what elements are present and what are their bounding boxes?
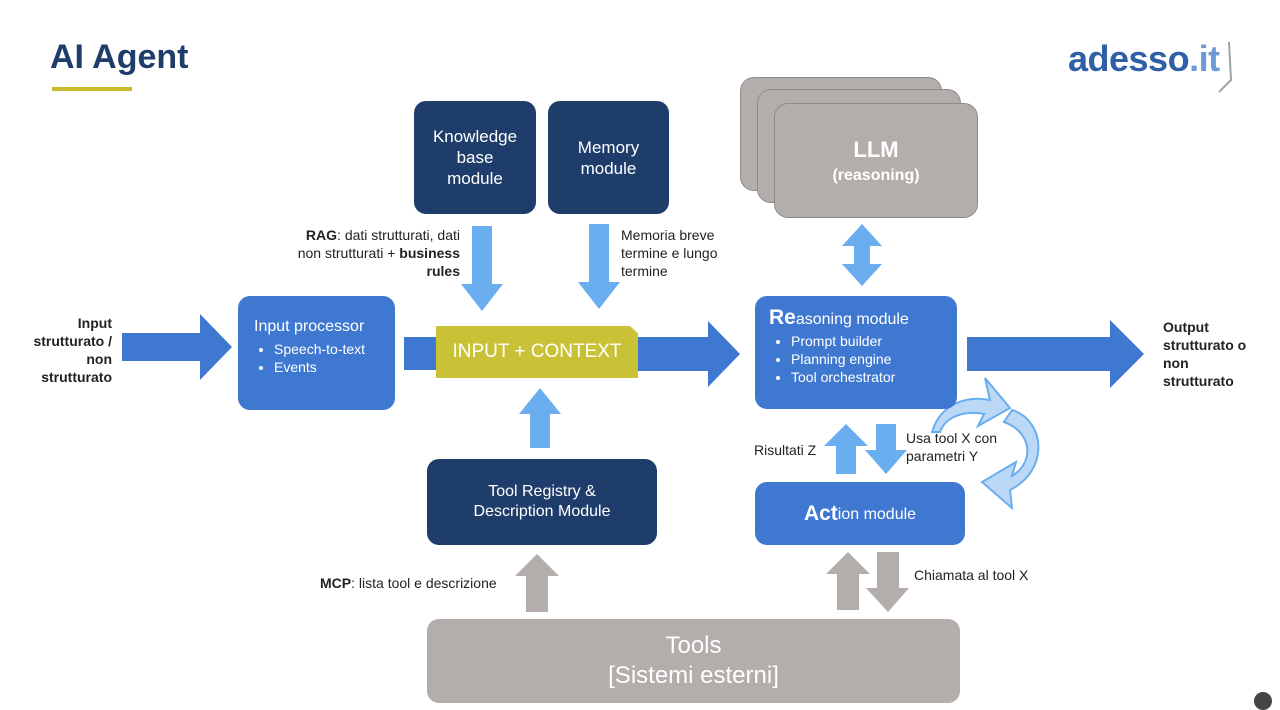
knowledge-down-arrow bbox=[461, 226, 503, 311]
input-processor: Input processor Speech-to-text Events bbox=[238, 296, 395, 410]
reasoning-item: Tool orchestrator bbox=[791, 368, 895, 386]
tool-call-down-arrow bbox=[865, 424, 907, 474]
mcp-up-arrow bbox=[515, 554, 559, 612]
input-processor-list: Speech-to-text Events bbox=[258, 340, 365, 376]
tools-line1: Tools bbox=[665, 632, 722, 659]
mcp-caption: MCP: lista tool e descrizione bbox=[320, 574, 497, 592]
llm-card: LLM (reasoning) bbox=[774, 103, 978, 218]
memory-line2: module bbox=[580, 158, 637, 178]
memoria-line3: termine bbox=[621, 263, 668, 279]
adesso-logo: adesso.it bbox=[1068, 38, 1220, 80]
registry-up-arrow bbox=[519, 388, 561, 448]
input-label-line4: strutturato bbox=[41, 369, 112, 385]
reasoning-title-rest: asoning module bbox=[795, 311, 909, 328]
tools-box: Tools [Sistemi esterni] bbox=[427, 619, 960, 703]
rag-caption: RAG: dati strutturati, dati non struttur… bbox=[270, 226, 460, 280]
action-title-bold: Act bbox=[803, 501, 838, 525]
usa-tool-line2: parametri Y bbox=[906, 448, 979, 464]
input-processor-item: Speech-to-text bbox=[274, 340, 365, 358]
reasoning-title: Reasoning module bbox=[769, 306, 909, 330]
knowledge-line3: module bbox=[447, 169, 503, 188]
tool-registry-module: Tool Registry & Description Module bbox=[427, 459, 657, 545]
input-context-box: INPUT + CONTEXT bbox=[436, 326, 638, 378]
tool-registry-line1: Tool Registry & bbox=[488, 483, 596, 500]
logo-it-text: .it bbox=[1189, 38, 1220, 79]
risultati-caption: Risultati Z bbox=[754, 442, 817, 458]
tools-line2: [Sistemi esterni] bbox=[608, 662, 779, 689]
input-label: Input strutturato / non strutturato bbox=[10, 314, 112, 386]
memory-module: Memory module bbox=[548, 101, 669, 214]
page-title: AI Agent bbox=[50, 38, 189, 76]
input-label-line1: Input bbox=[77, 315, 112, 331]
knowledge-base-module: Knowledge base module bbox=[414, 101, 536, 214]
corner-badge-icon[interactable] bbox=[1254, 692, 1272, 710]
processor-to-context-bar bbox=[404, 337, 438, 370]
input-arrow bbox=[122, 314, 232, 380]
chiamata-caption: Chiamata al tool X bbox=[914, 567, 1029, 583]
llm-double-arrow bbox=[842, 224, 882, 286]
reasoning-item: Prompt builder bbox=[791, 332, 895, 350]
usa-tool-line1: Usa tool X con bbox=[906, 430, 998, 446]
rag-text2: non strutturati + bbox=[297, 245, 400, 261]
mcp-bold: MCP bbox=[320, 575, 352, 591]
action-grey-down-arrow bbox=[866, 552, 909, 612]
reasoning-list: Prompt builder Planning engine Tool orch… bbox=[775, 332, 895, 386]
reasoning-title-bold: Re bbox=[769, 306, 796, 329]
llm-title: LLM bbox=[853, 136, 899, 162]
memory-down-arrow bbox=[578, 224, 620, 309]
cycle-arrow-top bbox=[930, 377, 1012, 433]
memory-line1: Memory bbox=[577, 137, 640, 157]
input-processor-title: Input processor bbox=[254, 318, 365, 335]
knowledge-line1: Knowledge bbox=[432, 127, 518, 146]
knowledge-line2: base bbox=[456, 148, 494, 167]
action-title-rest: ion module bbox=[837, 506, 917, 523]
reasoning-module: Reasoning module Prompt builder Planning… bbox=[755, 296, 957, 409]
cycle-arrow-right bbox=[980, 408, 1040, 511]
input-label-line2: strutturato / bbox=[33, 333, 112, 349]
output-label: Output strutturato o non strutturato bbox=[1163, 318, 1273, 390]
output-arrow bbox=[967, 320, 1144, 388]
output-label-line3: non bbox=[1163, 355, 1189, 371]
rag-text1: : dati strutturati, dati bbox=[337, 227, 460, 243]
rag-rules: rules bbox=[426, 263, 460, 279]
memoria-line2: termine e lungo bbox=[621, 245, 718, 261]
usa-tool-caption: Usa tool X con parametri Y bbox=[906, 429, 1026, 465]
context-to-reasoning-arrow bbox=[636, 321, 740, 387]
mcp-text: : lista tool e descrizione bbox=[351, 575, 497, 591]
memoria-line1: Memoria breve bbox=[621, 227, 715, 243]
logo-main-text: adesso bbox=[1068, 38, 1190, 79]
rag-bold: RAG bbox=[305, 227, 338, 243]
title-underline bbox=[52, 87, 132, 91]
output-label-line2: strutturato o bbox=[1163, 337, 1247, 353]
reasoning-item: Planning engine bbox=[791, 350, 895, 368]
llm-subtitle: (reasoning) bbox=[832, 166, 920, 184]
memoria-caption: Memoria breve termine e lungo termine bbox=[621, 226, 751, 280]
input-label-line3: non bbox=[86, 351, 112, 367]
tool-registry-line2: Description Module bbox=[473, 503, 611, 520]
input-processor-item: Events bbox=[274, 358, 365, 376]
rag-business: business bbox=[399, 245, 460, 261]
output-label-line4: strutturato bbox=[1163, 373, 1234, 389]
action-grey-up-arrow bbox=[826, 552, 870, 610]
results-up-arrow bbox=[824, 424, 868, 474]
output-label-line1: Output bbox=[1163, 319, 1209, 335]
